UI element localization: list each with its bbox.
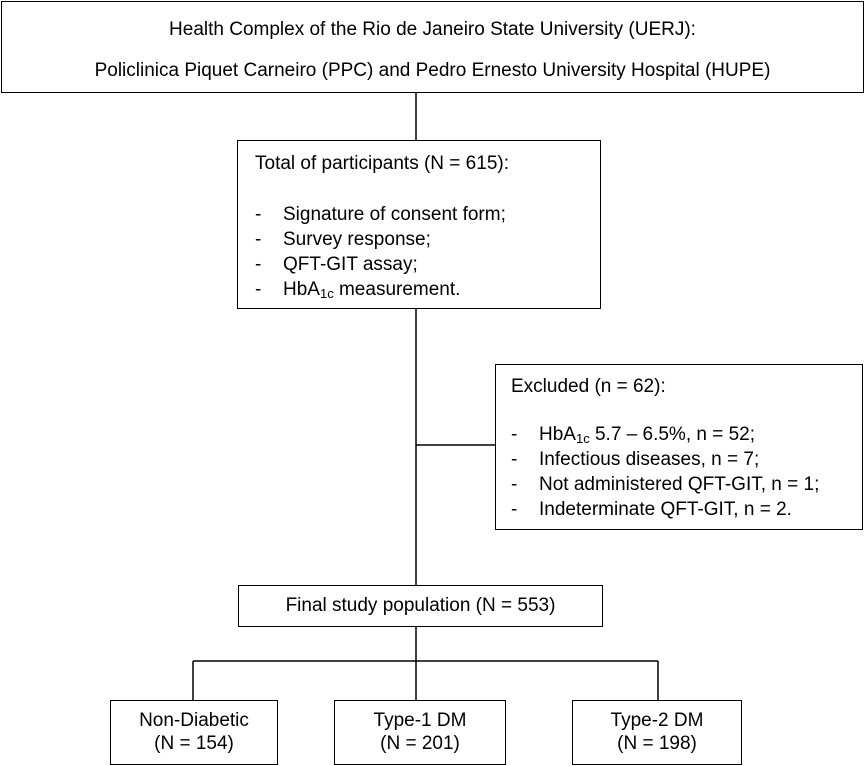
- final-population-label: Final study population (N = 553): [285, 594, 556, 616]
- excluded-text: Indeterminate QFT-GIT, n = 2.: [539, 499, 792, 521]
- list-item: - Survey response;: [255, 228, 506, 253]
- bullet-dash: -: [511, 424, 518, 446]
- hba1c-suffix: 5.7 – 6.5%, n = 52;: [589, 424, 756, 446]
- hba1c-subscript: 1c: [575, 431, 590, 447]
- excluded-heading: Excluded (n = 62):: [511, 376, 666, 397]
- group-label: Type-1 DM: [373, 709, 467, 731]
- bullet-dash: -: [255, 229, 262, 251]
- list-item: - Not administered QFT-GIT, n = 1;: [511, 473, 819, 498]
- excluded-text: Not administered QFT-GIT, n = 1;: [539, 474, 820, 496]
- hba1c-subscript: 1c: [319, 286, 334, 302]
- source-line-2: Policlinica Piquet Carneiro (PPC) and Pe…: [94, 60, 771, 81]
- group-count: (N = 201): [380, 732, 460, 754]
- group-label: Non-Diabetic: [139, 709, 249, 731]
- hba1c-prefix: HbA: [539, 424, 576, 446]
- list-item: - HbA1c measurement.: [255, 278, 506, 303]
- group-count: (N = 154): [154, 732, 234, 754]
- excluded-reasons-list: - HbA1c 5.7 – 6.5%, n = 52; - Infectious…: [511, 423, 819, 523]
- group-box-type1: Type-1 DM (N = 201): [334, 700, 506, 765]
- criteria-text: Signature of consent form;: [283, 204, 506, 226]
- excluded-text: HbA1c 5.7 – 6.5%, n = 52;: [539, 424, 755, 447]
- group-box-type2: Type-2 DM (N = 198): [572, 700, 742, 765]
- criteria-text: Survey response;: [283, 229, 431, 251]
- hba1c-prefix: HbA: [283, 279, 320, 301]
- group-count: (N = 198): [617, 732, 697, 754]
- bullet-dash: -: [255, 254, 262, 276]
- participants-criteria-list: - Signature of consent form; - Survey re…: [255, 203, 506, 303]
- participants-heading: Total of participants (N = 615):: [255, 153, 509, 174]
- excluded-text: Infectious diseases, n = 7;: [539, 449, 760, 471]
- bullet-dash: -: [511, 499, 518, 521]
- hba1c-suffix: measurement.: [333, 279, 461, 301]
- bullet-dash: -: [511, 449, 518, 471]
- list-item: - Indeterminate QFT-GIT, n = 2.: [511, 498, 819, 523]
- bullet-dash: -: [255, 204, 262, 226]
- list-item: - Signature of consent form;: [255, 203, 506, 228]
- source-line-1: Health Complex of the Rio de Janeiro Sta…: [169, 19, 696, 40]
- list-item: - HbA1c 5.7 – 6.5%, n = 52;: [511, 423, 819, 448]
- list-item: - QFT-GIT assay;: [255, 253, 506, 278]
- participants-box: Total of participants (N = 615): - Signa…: [237, 140, 601, 309]
- final-population-box: Final study population (N = 553): [238, 585, 603, 627]
- group-label: Type-2 DM: [610, 709, 704, 731]
- list-item: - Infectious diseases, n = 7;: [511, 448, 819, 473]
- group-box-nondiabetic: Non-Diabetic (N = 154): [110, 700, 278, 765]
- criteria-text: QFT-GIT assay;: [283, 254, 418, 276]
- bullet-dash: -: [511, 474, 518, 496]
- excluded-box: Excluded (n = 62): - HbA1c 5.7 – 6.5%, n…: [495, 364, 863, 530]
- criteria-text: HbA1c measurement.: [283, 279, 460, 302]
- bullet-dash: -: [255, 279, 262, 301]
- source-box: Health Complex of the Rio de Janeiro Sta…: [1, 1, 864, 93]
